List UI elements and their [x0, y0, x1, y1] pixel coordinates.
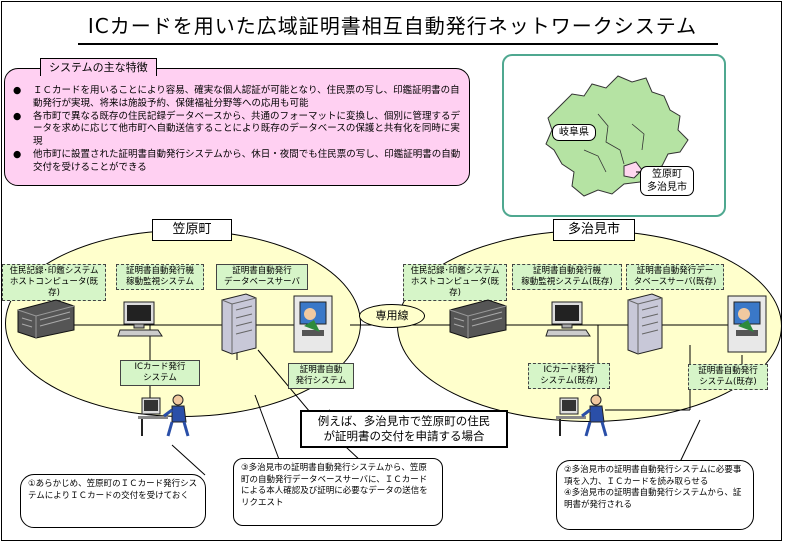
features-heading: システムの主な特徴: [40, 58, 157, 76]
tajimi-site-tag: 多治見市: [553, 219, 635, 241]
feature-item: ●各市町で異なる既存の住民記録データベースから、共通のフォーマットに変換し、個別…: [13, 110, 461, 148]
mainframe-icon: [449, 299, 507, 339]
step3-note: ③多治見市の証明書自動発行システムから、笠原町の自動発行データベースサーバに、Ｉ…: [233, 458, 443, 526]
db-server-icon: [627, 293, 663, 355]
tajimi-db-label: 証明書自動発行デー タベースサーバ(既存): [626, 264, 724, 290]
workstation-icon: [545, 301, 591, 337]
kasahara-monitor-label: 証明書自動発行機 稼動監視システム: [116, 264, 204, 290]
tajimi-ic-label: ICカード発行 システム(既存): [528, 363, 610, 389]
cities-label: 笠原町 多治見市: [640, 166, 694, 196]
kiosk-icon: [727, 295, 767, 353]
prefecture-label: 岐阜県: [552, 124, 596, 141]
features-box: ●ＩＣカードを用いることにより容易、確実な個人認証が可能となり、住民票の写し、印…: [4, 68, 470, 186]
step1-note: ①あらかじめ、笠原町のＩＣカード発行システムによりＩＣカードの交付を受けておく: [20, 474, 206, 528]
kiosk-icon: [293, 295, 333, 353]
db-server-icon: [221, 293, 257, 355]
operator-icon: [556, 394, 608, 437]
tajimi-host-label: 住民記録･印鑑システム ホストコンピュータ(既存): [403, 264, 507, 301]
workstation-icon: [117, 301, 163, 337]
feature-item: ●他市町に設置された証明書自動発行システムから、休日・夜間でも住民票の写し、印鑑…: [13, 148, 461, 173]
step2-4-note: ②多治見市の証明書自動発行システムに必要事項を入力、ＩＣカードを読み取らせる ④…: [556, 460, 754, 530]
page-title: ICカードを用いた広域証明書相互自動発行ネットワークシステム: [87, 14, 698, 38]
kasahara-host-label: 住民記録･印鑑システム ホストコンピュータ(既存): [2, 264, 106, 301]
title-underline: [78, 43, 718, 45]
bullet-icon: ●: [13, 148, 22, 160]
bullet-icon: ●: [13, 110, 22, 122]
kasahara-kiosk-label: 証明書自動 発行システム: [288, 363, 354, 389]
operator-icon: [138, 394, 190, 437]
example-callout: 例えば、多治見市で笠原町の住民 が証明書の交付を申請する場合: [300, 410, 508, 448]
tajimi-kiosk-label: 証明書自動発行 システム(既存): [688, 364, 768, 390]
kasahara-db-label: 証明書自動発行 データベースサーバ: [216, 264, 308, 290]
dedicated-line-badge: 専用線: [359, 304, 425, 328]
mainframe-icon: [17, 299, 75, 339]
bullet-icon: ●: [13, 85, 22, 96]
kasahara-site-tag: 笠原町: [152, 219, 232, 241]
tajimi-monitor-label: 証明書自動発行機 稼動監視システム(既存): [512, 264, 622, 290]
kasahara-ic-label: ICカード発行 システム: [120, 360, 200, 386]
cities-shape: [623, 161, 643, 179]
prefecture-border: [583, 113, 645, 173]
feature-item: ●ＩＣカードを用いることにより容易、確実な個人認証が可能となり、住民票の写し、印…: [13, 85, 460, 109]
